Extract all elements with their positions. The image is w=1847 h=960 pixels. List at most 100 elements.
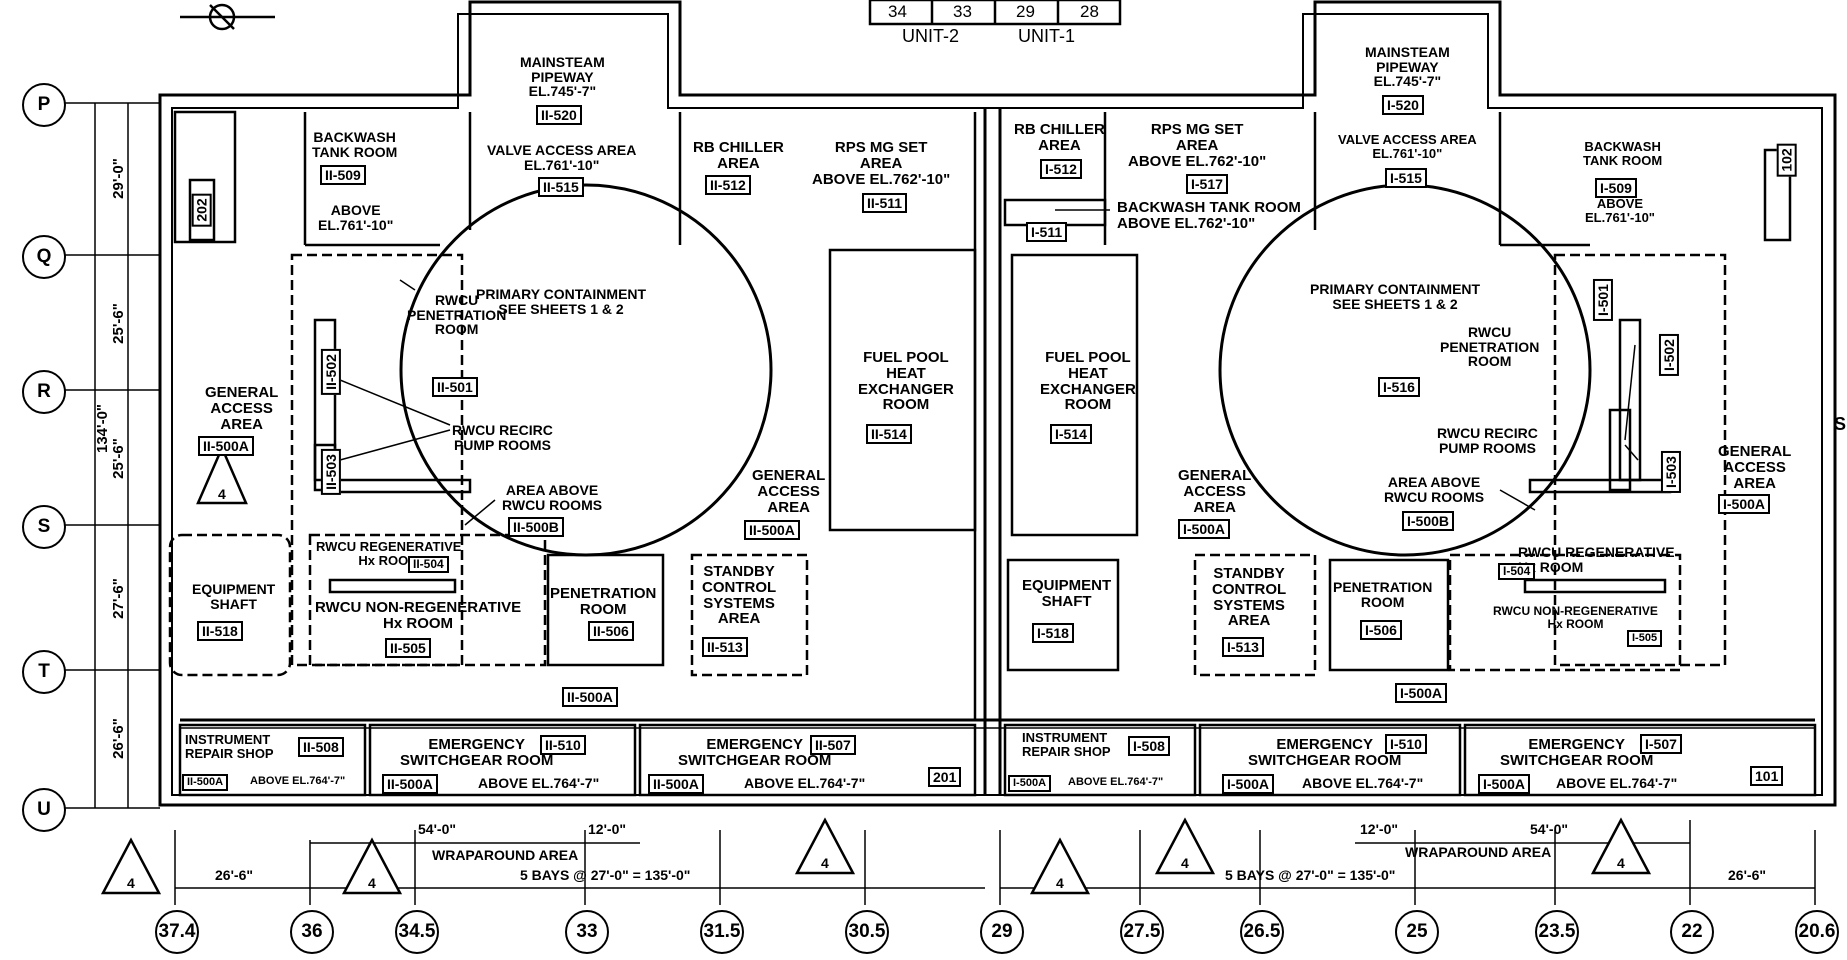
unit1-esr-2-sub-tag: I-500A [1478,774,1531,794]
revision-mark: 4 [1181,855,1189,871]
unit1-backwash-above: ABOVE EL.761'-10" [1585,196,1655,225]
unit1-backwash-2-label: BACKWASH TANK ROOM ABOVE EL.762'-10" [1117,199,1301,232]
unit1-tag-502: I-502 [1658,334,1679,376]
unit1-mainsteam-tag: I-520 [1382,95,1424,115]
grid-col-31-5: 31.5 [700,910,744,954]
unit2-mainsteam-label: MAINSTEAM PIPEWAY EL.745'-7" [520,54,605,100]
grid-col-37-4: 37.4 [155,910,199,954]
unit2-rps-tag: II-511 [862,193,908,213]
unit2-backwash-above: ABOVE EL.761'-10" [318,202,394,233]
unit2-valve-access-label: VALVE ACCESS AREA EL.761'-10" [487,142,637,173]
unit2-rwcu-recirc-label: RWCU RECIRC PUMP ROOMS [452,422,553,453]
unit1-standby-control-label: STANDBY CONTROL SYSTEMS AREA [1212,565,1287,630]
dim-p-q: 29'-0" [109,158,127,199]
unit2-backwash-tag: II-509 [320,165,366,185]
unit2-instrument-shop-above: ABOVE EL.764'-7" [250,775,346,787]
dim-wrap-12-left: 12'-0" [588,821,626,837]
unit1-valve-access-label: VALVE ACCESS AREA EL.761'-10" [1338,132,1477,161]
unit1-rwcu-regen-tag: I-504 [1498,563,1536,580]
dim-wrap-54-left: 54'-0" [418,821,456,837]
unit1-fuel-pool-label: FUEL POOL HEAT EXCHANGER ROOM [1040,349,1136,414]
unit2-general-access-right-tag: II-500A [744,520,800,540]
unit1-equipment-shaft-label: EQUIPMENT SHAFT [1022,577,1112,610]
unit1-instrument-shop-label: INSTRUMENT REPAIR SHOP [1022,730,1111,759]
grid-col-36: 36 [290,910,334,954]
unit1-rwcu-regen-label: RWCU REGENERATIVE Hx ROOM [1518,544,1675,575]
unit1-rwcu-nonregen-tag: I-505 [1627,630,1663,647]
unit2-corridor-tag: II-500A [562,687,618,707]
unit2-esr-1-tag: II-510 [540,735,586,755]
unit2-instrument-shop-sub-tag: II-500A [182,774,229,791]
dim-t-u: 26'-6" [109,718,127,759]
unit1-area-above-label: AREA ABOVE RWCU ROOMS [1384,474,1485,505]
unit2-equipment-shaft-label: EQUIPMENT SHAFT [192,581,276,612]
unit2-penetration-room-label: PENETRATION ROOM [550,585,657,618]
grid-row-q: Q [22,235,66,279]
unit2-esr-2-tag: II-507 [810,735,856,755]
unit1-area-above-tag: I-500B [1402,511,1455,531]
unit1-general-access-right: GENERAL ACCESS AREA [1718,443,1792,492]
unit2-stair-201-tag: 201 [928,767,962,787]
header-cell-3: 29 [1016,2,1035,21]
unit1-rb-chiller-label: RB CHILLER AREA [1014,121,1105,154]
unit2-esr-2-above: ABOVE EL.764'-7" [744,775,866,791]
dim-r-s: 25'-6" [109,438,127,479]
unit2-esr-2-sub-tag: II-500A [648,774,704,794]
unit1-primary-containment: PRIMARY CONTAINMENT SEE SHEETS 1 & 2 [1310,281,1481,312]
header-cell-1: 34 [888,2,907,21]
unit2-equipment-shaft-tag: II-518 [197,621,243,641]
unit2-tag-503: II-503 [320,449,341,495]
unit1-stair-101-tag: 101 [1750,766,1784,786]
edge-fragment: S [1834,414,1847,434]
unit1-tag-516: I-516 [1378,377,1420,397]
grid-row-s: S [22,505,66,549]
unit2-area-above-tag: II-500B [508,517,564,537]
unit1-rb-chiller-tag: I-512 [1040,159,1082,179]
dim-left-end: 26'-6" [215,867,253,883]
unit1-esr-1-sub-tag: I-500A [1222,774,1275,794]
unit1-instrument-shop-tag: I-508 [1128,736,1170,756]
unit2-esr-1-sub-tag: II-500A [382,774,438,794]
revision-mark: 4 [1056,875,1064,891]
unit2-backwash-label: BACKWASH TANK ROOM [312,129,398,160]
dim-wrap-label-left: WRAPAROUND AREA [432,847,579,863]
dim-q-r: 25'-6" [109,303,127,344]
revision-mark: 4 [127,875,135,891]
grid-col-34-5: 34.5 [395,910,439,954]
unit2-area-above-label: AREA ABOVE RWCU ROOMS [502,482,603,513]
unit-1-label: UNIT-1 [1018,26,1076,46]
unit2-general-access-left: GENERAL ACCESS AREA [205,384,279,433]
unit2-esr-1-label: EMERGENCY SWITCHGEAR ROOM [400,736,554,769]
grid-col-30-5: 30.5 [845,910,889,954]
dim-wrap-12-right: 12'-0" [1360,821,1398,837]
dim-wrap-label-right: WRAPAROUND AREA [1405,844,1552,860]
unit1-fuel-pool-tag: I-514 [1050,424,1092,444]
unit2-mainsteam-tag: II-520 [536,105,582,125]
unit1-penetration-room-label: PENETRATION ROOM [1333,579,1433,610]
unit2-general-access-left-tag: II-500A [198,436,254,456]
dim-wrap-54-right: 54'-0" [1530,821,1568,837]
unit-2-label: UNIT-2 [902,26,960,46]
unit2-rwcu-regen-label: RWCU REGENERATIVE Hx ROOM [316,539,462,568]
unit2-rwcu-nonregen-label: RWCU NON-REGENERATIVE Hx ROOM [315,599,522,632]
revision-mark: 4 [218,486,226,502]
unit1-penetration-room-tag: I-506 [1360,620,1402,640]
unit1-tag-511: I-511 [1026,222,1068,242]
unit1-tag-503: I-503 [1660,451,1681,493]
grid-col-25: 25 [1395,910,1439,954]
unit1-tag-501: I-501 [1592,279,1613,321]
grid-row-r: R [22,370,66,414]
unit2-primary-containment: PRIMARY CONTAINMENT SEE SHEETS 1 & 2 [476,286,647,317]
unit1-esr-1-label: EMERGENCY SWITCHGEAR ROOM [1248,736,1402,769]
grid-col-20-6: 20.6 [1795,910,1839,954]
unit2-rb-chiller-label: RB CHILLER AREA [693,139,784,172]
dim-bays-left: 5 BAYS @ 27'-0" = 135'-0" [520,867,691,883]
grid-col-26-5: 26.5 [1240,910,1284,954]
unit2-instrument-shop-label: INSTRUMENT REPAIR SHOP [185,732,274,761]
dim-right-end: 26'-6" [1728,867,1766,883]
unit1-esr-2-label: EMERGENCY SWITCHGEAR ROOM [1500,736,1654,769]
grid-col-29: 29 [980,910,1024,954]
unit2-tag-502: II-502 [320,349,341,395]
unit2-standby-control-label: STANDBY CONTROL SYSTEMS AREA [702,563,777,628]
dim-s-t: 27'-6" [109,578,127,619]
